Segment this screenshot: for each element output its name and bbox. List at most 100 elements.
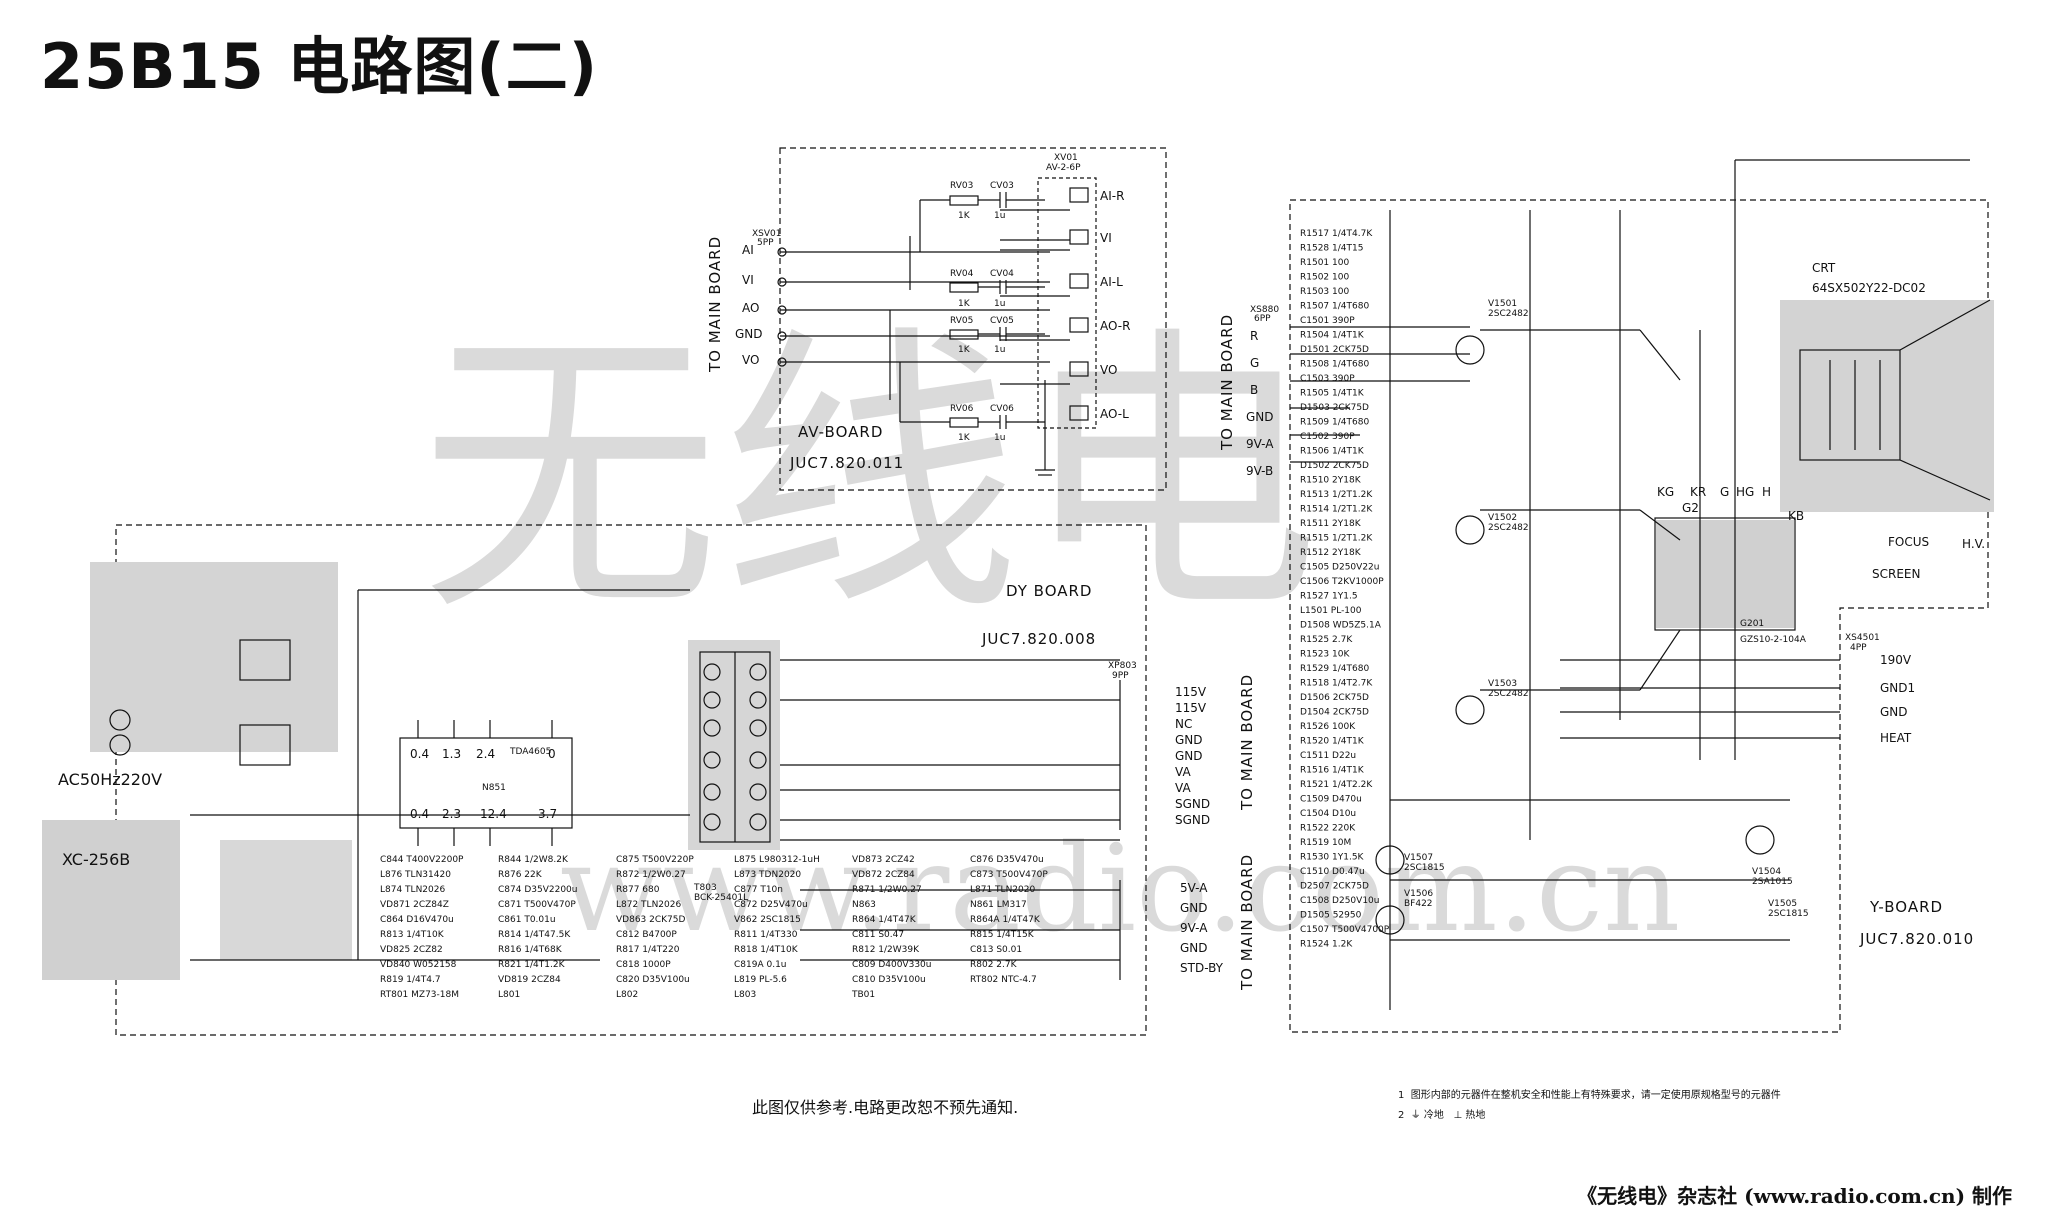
note-2-cold: 冷地: [1423, 1110, 1444, 1121]
dy-transformer: [699, 651, 771, 843]
dy-connector-ref: XP803: [1108, 661, 1137, 671]
av-board: [777, 147, 1167, 491]
dy-board: [42, 524, 1147, 1036]
av-jack-2: AI-L: [1100, 275, 1123, 289]
y-part-label: R1506 1/4T1K: [1300, 447, 1365, 457]
dy-part-label: RT801 MZ73-18M: [380, 990, 459, 1000]
y-to-main-1: TO MAIN BOARD: [1218, 314, 1236, 451]
y-board: [1289, 159, 1994, 1033]
av-jacks: [1000, 177, 1097, 476]
dy-part-label: R864 1/4T47K: [852, 915, 917, 925]
av-pin-4: VO: [742, 353, 759, 367]
av-r0-ref: RV03: [950, 181, 973, 191]
heat-conn-ref: XS4501: [1845, 633, 1880, 643]
dy-out-1: 115V: [1175, 701, 1207, 715]
y-part-label: R1530 1Y1.5K: [1300, 853, 1365, 863]
y-part-label: C1511 D22u: [1300, 751, 1356, 761]
y-part-label: C1506 T2KV1000P: [1300, 577, 1384, 587]
av-r2-val: 1K: [958, 345, 971, 355]
dy-part-label: VD825 2CZ82: [380, 945, 443, 955]
av-input-pins: [777, 247, 1050, 367]
dy-part-label: C813 S0.01: [970, 945, 1022, 955]
y-part-label: D1508 WD5Z5.1A: [1300, 621, 1382, 631]
dy-out-6: VA: [1175, 781, 1191, 795]
dy-ic-pin-top-2: 2.4: [476, 747, 495, 761]
dy-safety-area-4: [688, 640, 780, 850]
dy-transformer-type: BCK-25401L: [694, 893, 748, 903]
dy-safety-area-2: [42, 820, 180, 980]
dy-part-label: R821 1/4T1.2K: [498, 960, 566, 970]
av-pin-0: AI: [742, 243, 754, 257]
av-c0-ref: CV03: [990, 181, 1014, 191]
dy-part-label: C871 T500V470P: [498, 900, 576, 910]
y-part-label: C1503 390P: [1300, 374, 1355, 384]
av-r3-val: 1K: [958, 433, 971, 443]
y-part-label: R1524 1.2K: [1300, 940, 1353, 950]
y-part-label: R1508 1/4T680: [1300, 360, 1369, 370]
y-part-label: D1503 2CK75D: [1300, 403, 1369, 413]
hot-ground-icon: ⊥: [1453, 1110, 1463, 1121]
y-part-label: R1523 10K: [1300, 650, 1350, 660]
dy-out2-4: STD-BY: [1180, 961, 1224, 975]
dy-ic-pin-bot-2: 12.4: [480, 807, 507, 821]
y-part-label: R1505 1/4T1K: [1300, 389, 1365, 399]
y-part-label: R1516 1/4T1K: [1300, 766, 1365, 776]
electrode-6: KB: [1788, 509, 1804, 523]
av-pin-1: VI: [742, 273, 754, 287]
dy-part-label: R872 1/2W0.27: [616, 870, 686, 880]
electrode-0: KG: [1657, 485, 1674, 499]
y-part-label: C1504 D10u: [1300, 809, 1356, 819]
y-part-label: C1505 D250V22u: [1300, 563, 1379, 573]
dy-transformer-ref: T803: [693, 883, 717, 893]
dy-part-label: L803: [734, 990, 756, 1000]
y-board-labels: Y-BOARD JUC7.820.010 TO MAIN BOARD TO MA…: [1218, 229, 1985, 991]
av-r0-val: 1K: [958, 211, 971, 221]
av-in-conn-pins: 5PP: [757, 238, 774, 248]
electrode-3: HG: [1736, 485, 1754, 499]
av-c3-ref: CV06: [990, 404, 1014, 414]
dy-part-label: C874 D35V2200u: [498, 885, 577, 895]
dy-part-label: R876 22K: [498, 870, 543, 880]
crt-out-0: FOCUS: [1888, 535, 1929, 549]
y-transistor-ref: V1502: [1488, 513, 1517, 523]
dy-part-label: L874 TLN2026: [380, 885, 445, 895]
dy-part-label: C809 D400V330u: [852, 960, 931, 970]
y-part-label: C1509 D470u: [1300, 795, 1362, 805]
y-part-label: R1507 1/4T680: [1300, 302, 1369, 312]
av-out-conn-type: AV-2-6P: [1046, 163, 1081, 173]
dy-ic-body: [399, 737, 573, 829]
dy-part-label: C877 T10n: [734, 885, 783, 895]
av-c2-val: 1u: [994, 345, 1005, 355]
av-jack-5: AO-L: [1100, 407, 1129, 421]
dy-part-label: C819A 0.1u: [734, 960, 787, 970]
av-board-labels: AV-BOARD JUC7.820.011 TO MAIN BOARD XSV0…: [706, 153, 1130, 472]
av-c1-ref: CV04: [990, 269, 1014, 279]
dy-part-label: V862 2SC1815: [734, 915, 801, 925]
y-part-label: R1501 100: [1300, 258, 1349, 268]
av-c3-val: 1u: [994, 433, 1005, 443]
dy-part-label: R812 1/2W39K: [852, 945, 920, 955]
dy-part-label: VD863 2CK75D: [616, 915, 685, 925]
dy-part-label: R817 1/4T220: [616, 945, 680, 955]
av-c1-val: 1u: [994, 299, 1005, 309]
av-c0-val: 1u: [994, 211, 1005, 221]
y-part-label: D1504 2CK75D: [1300, 708, 1369, 718]
y-to-main-2: TO MAIN BOARD: [1238, 674, 1256, 811]
dy-ic-pin-top-3: 0: [548, 747, 556, 761]
y-transistor-ref: V1504: [1752, 867, 1781, 877]
y-transistor-stages: [1375, 329, 1775, 935]
y-transistor-type: BF422: [1404, 899, 1433, 909]
av-board-code: JUC7.820.011: [789, 454, 904, 472]
dy-part-label: C875 T500V220P: [616, 855, 694, 865]
dy-ic-type: TDA4605: [509, 747, 551, 757]
dy-part-label: R802 2.7K: [970, 960, 1018, 970]
heat-conn-pins: 4PP: [1850, 643, 1867, 653]
dy-part-label: C861 T0.01u: [498, 915, 556, 925]
av-to-main: TO MAIN BOARD: [706, 236, 724, 373]
y-in-conn-pins: 6PP: [1254, 314, 1271, 324]
y-transistor-type: 2SA1015: [1752, 877, 1793, 887]
dy-part-label: VD873 2CZ42: [852, 855, 915, 865]
dy-out-3: GND: [1175, 733, 1203, 747]
y-pin-0: R: [1250, 329, 1258, 343]
y-transistor-ref: V1503: [1488, 679, 1517, 689]
